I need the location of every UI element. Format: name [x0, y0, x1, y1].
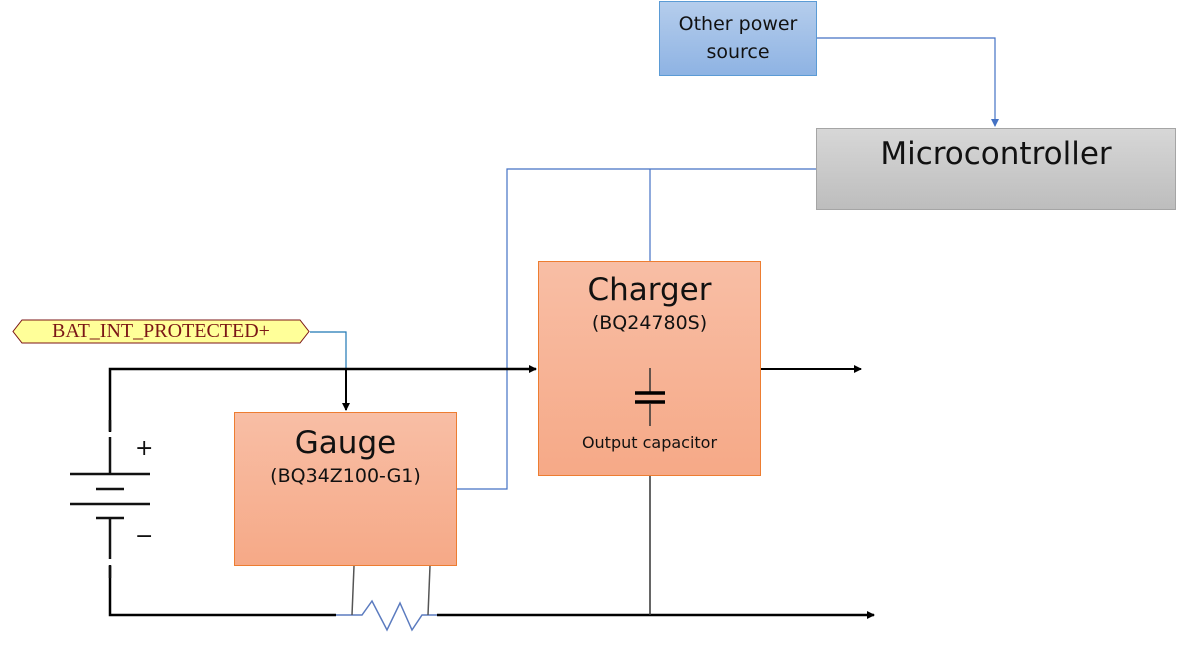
output-capacitor-label: Output capacitor: [581, 433, 718, 452]
sense-lead-left: [351, 565, 355, 616]
gauge-part-number: (BQ34Z100-G1): [270, 465, 421, 487]
charger-part-number: (BQ24780S): [591, 312, 708, 334]
net-label-bat-int-protected: BAT_INT_PROTECTED+: [12, 319, 310, 344]
capacitor-icon: [635, 368, 665, 426]
sense-resistor: [336, 565, 437, 632]
other-power-source-block: Other power source: [659, 1, 817, 76]
gauge-title: Gauge: [294, 425, 397, 461]
sense-lead-right: [427, 565, 431, 616]
microcontroller-label: Microcontroller: [880, 136, 1112, 172]
charger-block: Charger (BQ24780S) Output capacitor: [538, 261, 761, 476]
wire-battery-minus-return: [108, 566, 336, 617]
gauge-block: Gauge (BQ34Z100-G1): [234, 412, 457, 566]
other-power-label-line2: source: [706, 41, 770, 63]
net-label-text: BAT_INT_PROTECTED+: [52, 320, 270, 342]
microcontroller-block: Microcontroller: [816, 128, 1176, 210]
battery-plus-sign: +: [135, 436, 154, 461]
battery-icon: [70, 420, 150, 578]
charger-title: Charger: [587, 272, 712, 308]
wire-battery-plus-rail: [108, 365, 537, 432]
net-label-shape: [12, 319, 310, 344]
wire-mcu-bus: [457, 168, 816, 490]
other-power-label-line1: Other power: [678, 13, 798, 35]
wire-other-power-to-mcu: [817, 37, 999, 127]
battery-minus-sign: −: [135, 524, 154, 549]
wire-net-label-to-gauge: [310, 331, 347, 368]
